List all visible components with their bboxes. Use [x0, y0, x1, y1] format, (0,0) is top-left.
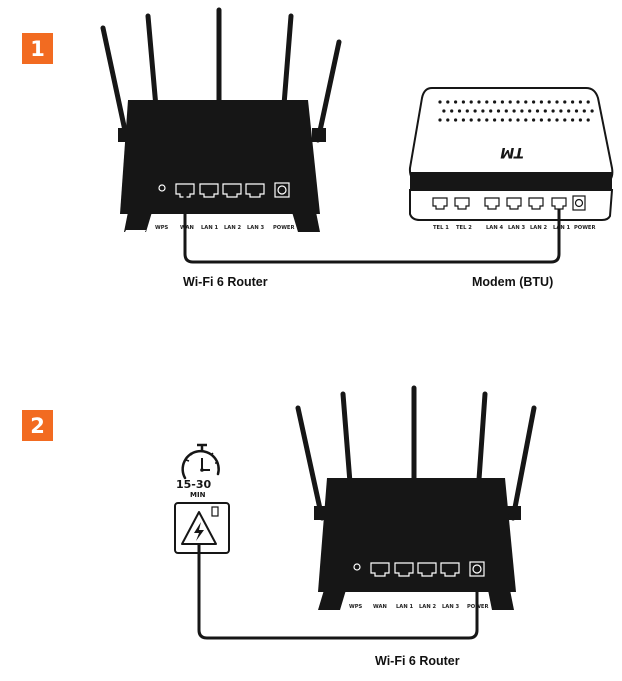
router2-port-lan3: LAN 3	[442, 604, 459, 610]
modem-port-tel1: TEL 1	[433, 225, 449, 231]
modem-vent-dots	[438, 100, 594, 122]
step1-router: WPS WAN LAN 1 LAN 2 LAN 3 POWER	[100, 7, 342, 234]
modem-port-lan3: LAN 3	[508, 225, 525, 231]
step-1-badge: 1	[22, 33, 53, 64]
router2-port-wan: WAN	[373, 604, 387, 610]
power-bolt-icon	[194, 522, 204, 541]
modem-port-lan2: LAN 2	[530, 225, 547, 231]
router1-port-wps: WPS	[155, 225, 169, 231]
router2-port-lan2: LAN 2	[419, 604, 436, 610]
router1-port-power: POWER	[273, 225, 294, 231]
timer-unit: MIN	[190, 491, 206, 499]
modem-port-tel2: TEL 2	[456, 225, 472, 231]
step2-router-caption: Wi-Fi 6 Router	[375, 654, 460, 668]
timer-icon	[181, 443, 220, 480]
router2-port-lan1: LAN 1	[396, 604, 413, 610]
router1-port-lan2: LAN 2	[224, 225, 241, 231]
modem-port-lan4: LAN 4	[486, 225, 503, 231]
step1-router-caption: Wi-Fi 6 Router	[183, 275, 268, 289]
router1-port-lan3: LAN 3	[247, 225, 264, 231]
modem-port-lan1: LAN 1	[553, 225, 570, 231]
router1-port-wan: WAN	[180, 225, 194, 231]
step2-router: WPS WAN LAN 1 LAN 2 LAN 3 POWER	[295, 385, 537, 610]
modem-logo: TM	[500, 144, 524, 160]
power-cable	[197, 544, 479, 640]
step1-modem: TM TEL 1 TEL 2 LAN 4 LAN 3 LAN 2 LAN 1 P…	[408, 87, 614, 231]
router1-port-lan1: LAN 1	[201, 225, 218, 231]
step1-modem-caption: Modem (BTU)	[472, 275, 554, 289]
timer-value: 15-30	[176, 478, 212, 491]
router2-port-wps: WPS	[349, 604, 363, 610]
ethernet-cable	[183, 196, 561, 264]
power-socket	[174, 502, 230, 554]
modem-port-power: POWER	[574, 225, 595, 231]
step-2-badge: 2	[22, 410, 53, 441]
